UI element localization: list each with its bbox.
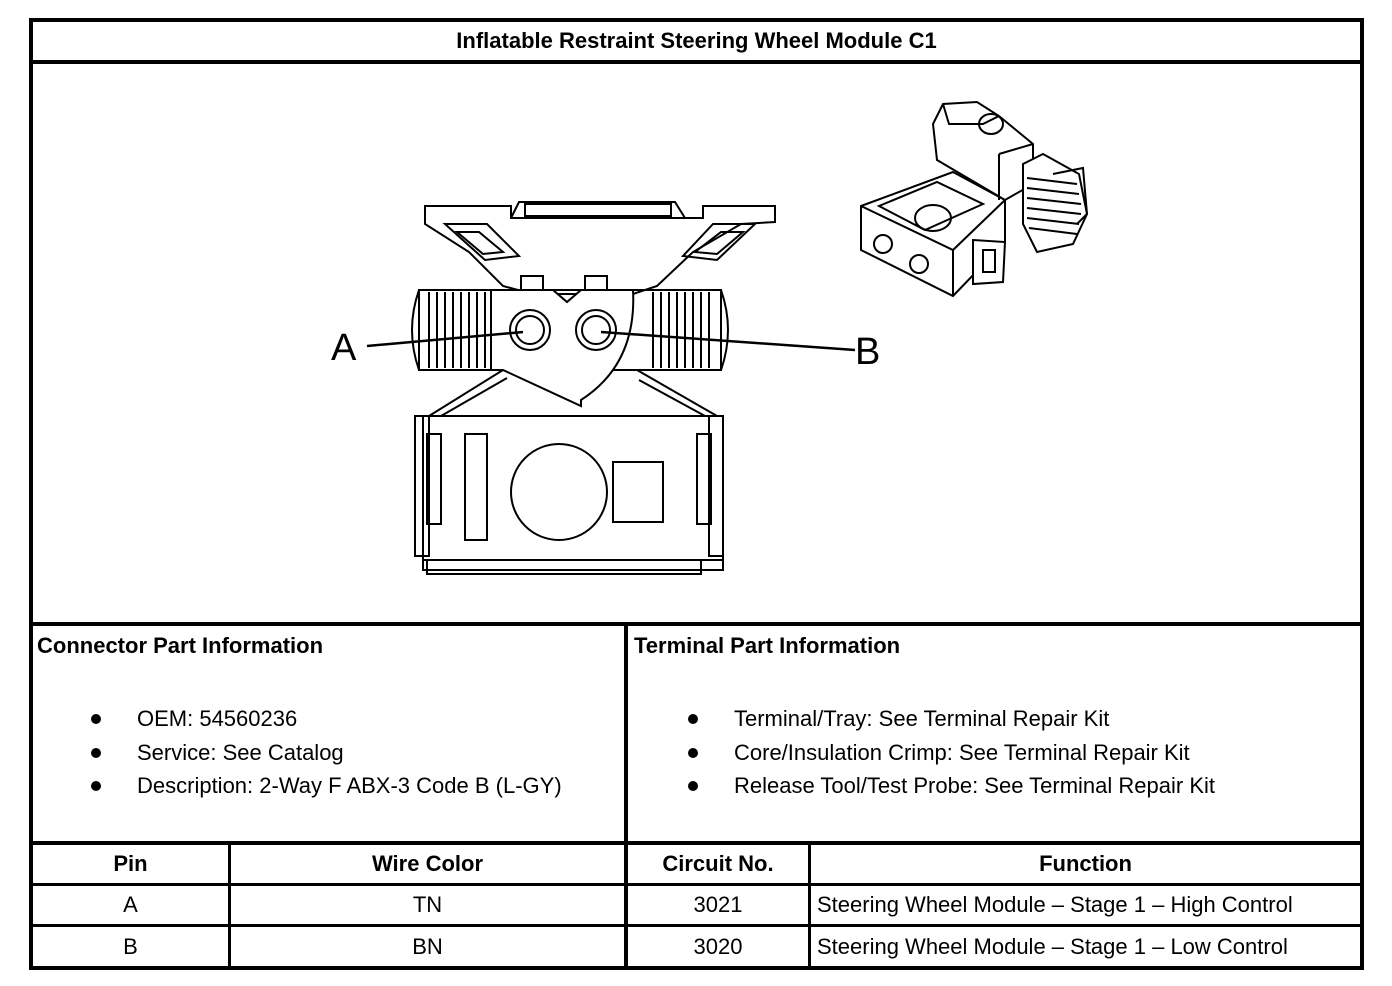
table-header-function: Function xyxy=(1039,851,1132,876)
table-cell-wire-color: BN xyxy=(412,933,443,959)
connector-info-list: OEM: 54560236 Service: See Catalog Descr… xyxy=(37,702,562,803)
connector-info-item: Description: 2-Way F ABX-3 Code B (L-GY) xyxy=(137,773,562,798)
table-header-circuit: Circuit No. xyxy=(662,851,774,876)
connector-housing xyxy=(422,415,724,571)
rule-under-table-header xyxy=(29,883,1364,886)
list-item: Description: 2-Way F ABX-3 Code B (L-GY) xyxy=(37,769,562,803)
rule-under-title xyxy=(29,60,1364,64)
rule-col-pin xyxy=(228,841,231,970)
bullet-icon xyxy=(688,781,698,791)
bullet-icon xyxy=(688,747,698,758)
list-item: OEM: 54560236 xyxy=(37,702,562,736)
bullet-icon xyxy=(91,781,101,791)
bullet-icon xyxy=(91,747,101,758)
list-item: Core/Insulation Crimp: See Terminal Repa… xyxy=(634,736,1215,770)
list-item: Service: See Catalog xyxy=(37,736,562,770)
pin-label-a: A xyxy=(331,327,357,369)
leader-line-b xyxy=(600,330,856,352)
table-cell-function: Steering Wheel Module – Stage 1 – Low Co… xyxy=(817,933,1288,959)
terminal-info-item: Release Tool/Test Probe: See Terminal Re… xyxy=(734,773,1215,798)
bullet-icon xyxy=(688,714,698,724)
terminal-info-heading: Terminal Part Information xyxy=(634,633,901,658)
terminal-info-item: Terminal/Tray: See Terminal Repair Kit xyxy=(734,706,1110,731)
rule-col-circuit xyxy=(808,841,811,970)
table-header-wire-color: Wire Color xyxy=(371,851,484,876)
table-cell-pin: B xyxy=(123,933,138,959)
terminal-cavity-a xyxy=(515,315,545,345)
list-item: Terminal/Tray: See Terminal Repair Kit xyxy=(634,702,1215,736)
rule-under-diagram xyxy=(29,622,1364,626)
connector-latch-outline xyxy=(424,205,776,295)
connector-face xyxy=(490,289,635,408)
connector-info-item: Service: See Catalog xyxy=(137,739,344,765)
connector-diagram: A B xyxy=(331,100,1089,575)
terminal-info-item: Core/Insulation Crimp: See Terminal Repa… xyxy=(734,739,1190,765)
connector-info-heading: Connector Part Information xyxy=(37,633,324,658)
table-header-pin: Pin xyxy=(113,851,148,876)
table-cell-circuit: 3020 xyxy=(693,933,743,959)
table-cell-wire-color: TN xyxy=(412,892,443,917)
list-item: Release Tool/Test Probe: See Terminal Re… xyxy=(634,769,1215,803)
terminal-info-list: Terminal/Tray: See Terminal Repair Kit C… xyxy=(634,702,1215,803)
rule-info-divider xyxy=(624,622,628,970)
connector-info-item: OEM: 54560236 xyxy=(137,706,298,731)
table-cell-pin: A xyxy=(123,892,138,917)
terminal-cavity-b xyxy=(581,315,611,345)
rule-above-table xyxy=(29,841,1364,845)
table-cell-function: Steering Wheel Module – Stage 1 – High C… xyxy=(817,892,1293,917)
table-cell-circuit: 3021 xyxy=(693,892,743,917)
rule-between-rows xyxy=(29,924,1364,927)
page-title: Inflatable Restraint Steering Wheel Modu… xyxy=(456,28,937,53)
leader-line-a xyxy=(366,330,524,348)
pin-label-b: B xyxy=(855,331,880,373)
connector-isometric-view xyxy=(860,100,1089,298)
bullet-icon xyxy=(91,714,101,724)
page-frame xyxy=(29,18,1364,970)
